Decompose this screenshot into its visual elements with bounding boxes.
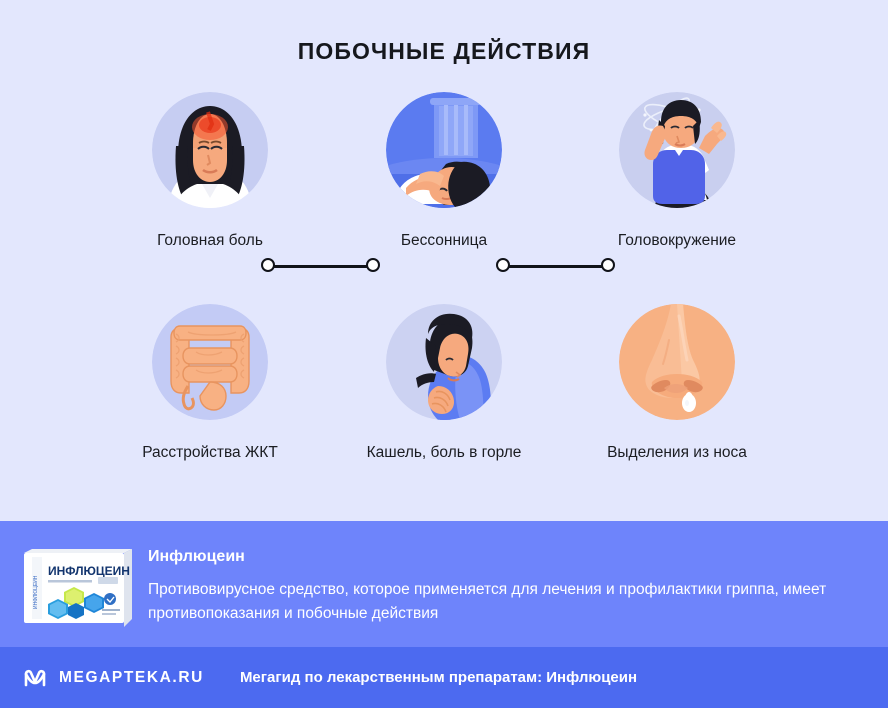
product-text: Инфлюцеин Противовирусное средство, кото… (148, 548, 864, 625)
insomnia-illustration (386, 92, 502, 208)
page-title: ПОБОЧНЫЕ ДЕЙСТВИЯ (297, 38, 591, 64)
dizziness-circle (619, 92, 735, 208)
footer-bar: MEGAPTEKA.RU Мегагид по лекарственным пр… (0, 647, 888, 708)
svg-text:ИНФЛЮЦЕИН: ИНФЛЮЦЕИН (48, 564, 130, 578)
connector-insomnia-dizziness (496, 258, 615, 274)
intestines-illustration (152, 304, 268, 420)
dizziness-illustration (619, 92, 735, 208)
cough-illustration (386, 304, 502, 420)
connector-line (268, 265, 373, 268)
headache-circle (152, 92, 268, 208)
symptom-label: Кашель, боль в горле (366, 444, 522, 461)
symptom-label: Головная боль (157, 232, 263, 249)
symptom-row-2: Расстройства ЖКТ (0, 304, 888, 696)
headache-illustration (152, 92, 268, 208)
svg-text:ИНФЛЮЦЕИН: ИНФЛЮЦЕИН (33, 575, 39, 609)
connector-node (601, 258, 615, 272)
cough-circle (386, 304, 502, 420)
symptom-item-insomnia: Бессонница (328, 92, 560, 282)
connector-line (503, 265, 608, 268)
symptom-item-dizziness: Головокружение (561, 92, 793, 282)
megapteka-m-icon (22, 665, 48, 691)
product-banner: ИНФЛЮЦЕИН ИНФЛЮЦЕИН (0, 521, 888, 647)
insomnia-circle (386, 92, 502, 208)
symptom-label: Бессонница (400, 232, 488, 249)
product-box-image: ИНФЛЮЦЕИН ИНФЛЮЦЕИН (22, 549, 134, 627)
gi-disorders-circle (152, 304, 268, 420)
symptom-label: Расстройства ЖКТ (142, 444, 278, 461)
symptom-label: Выделения из носа (607, 444, 747, 461)
symptom-item-gi-disorders: Расстройства ЖКТ (94, 304, 326, 494)
footer-caption: Мегагид по лекарственным препаратам: Инф… (239, 669, 638, 686)
symptom-item-cough: Кашель, боль в горле (328, 304, 560, 494)
symptom-label: Головокружение (617, 232, 737, 249)
product-description: Противовирусное средство, которое примен… (148, 581, 827, 622)
brand-name: MEGAPTEKA.RU (59, 668, 204, 686)
connector-node (366, 258, 380, 272)
product-name: Инфлюцеин (148, 548, 245, 565)
connector-node (261, 258, 275, 272)
symptom-item-runny-nose: Выделения из носа (561, 304, 793, 494)
symptom-row-1: Головная боль (0, 92, 888, 282)
connector-node (496, 258, 510, 272)
symptom-item-headache: Головная боль (94, 92, 326, 282)
nose-illustration (619, 304, 735, 420)
connector-headache-insomnia (261, 258, 380, 274)
brand-logo[interactable]: MEGAPTEKA.RU (22, 665, 204, 691)
runny-nose-circle (619, 304, 735, 420)
